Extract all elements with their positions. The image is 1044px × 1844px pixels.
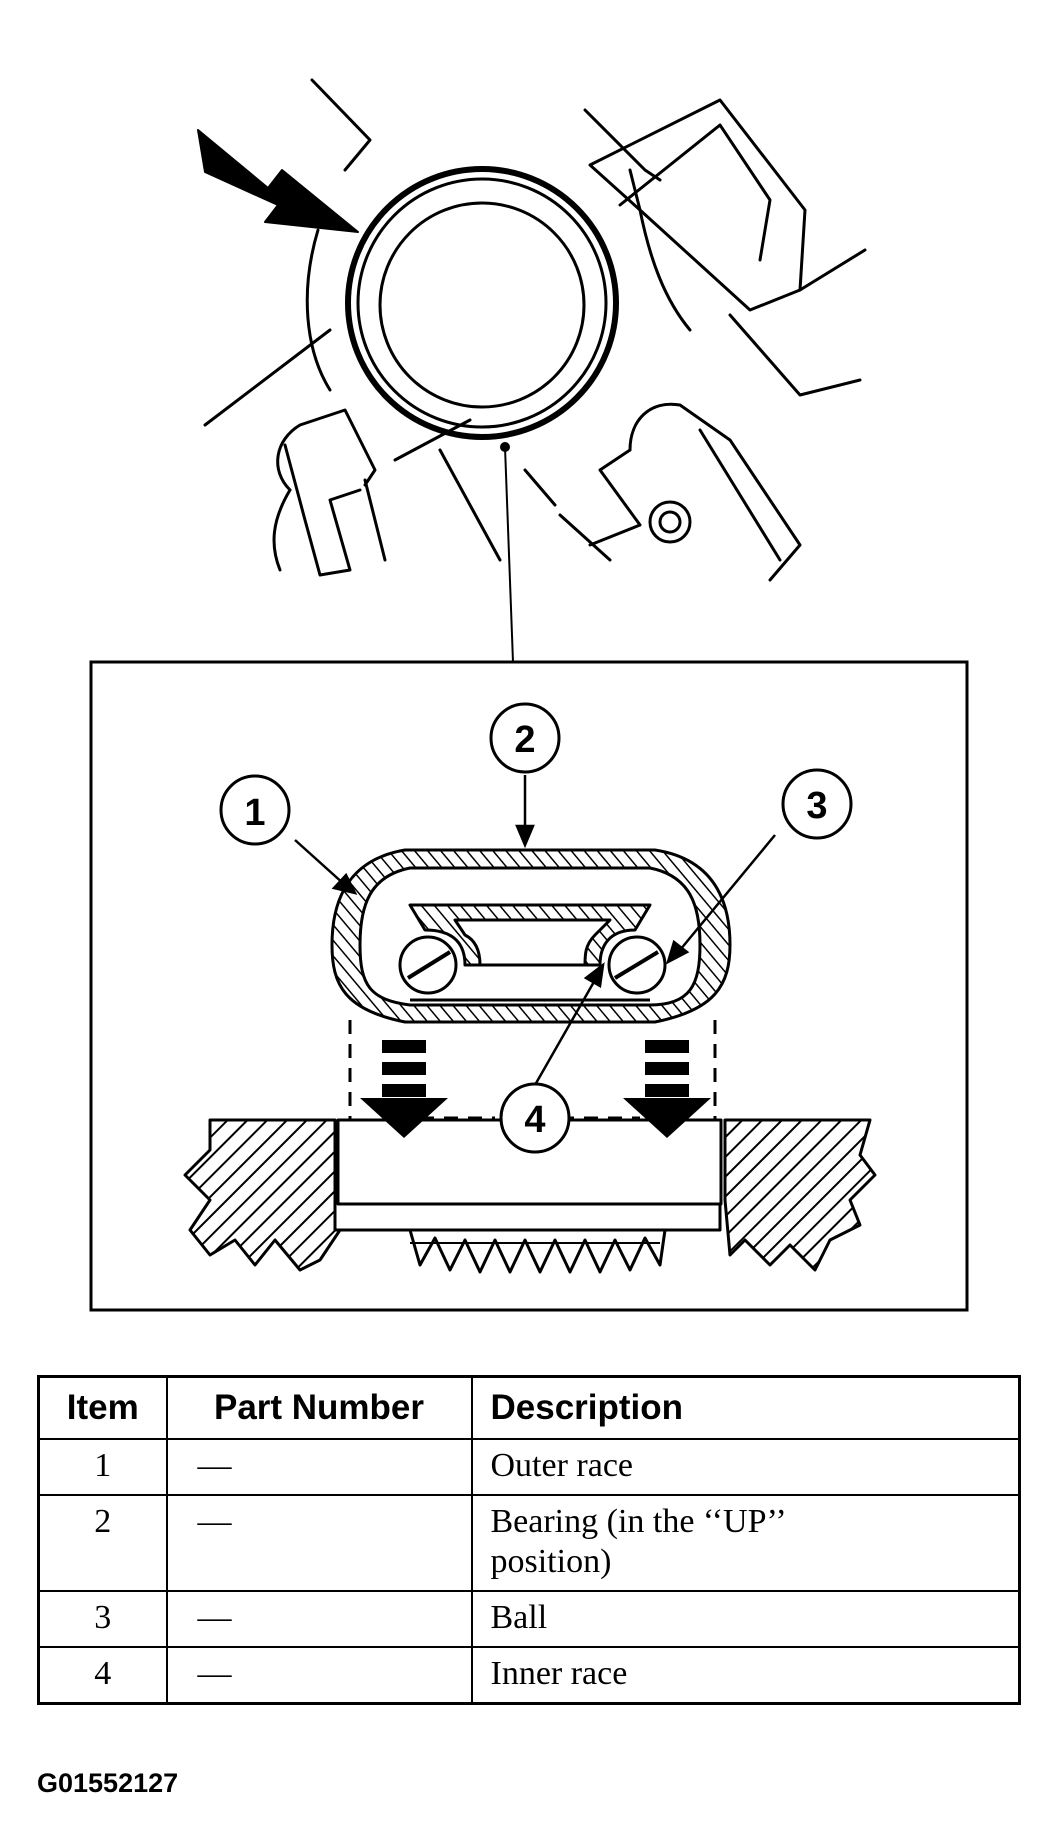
row-part-number: — — [165, 1494, 473, 1592]
down-arrow-icon — [360, 1040, 448, 1138]
callout-3: 3 — [781, 768, 853, 840]
detail-frame — [89, 660, 969, 1312]
callout-4: 4 — [499, 1082, 571, 1154]
figure-code: G01552127 — [37, 1768, 179, 1798]
svg-text:1: 1 — [244, 792, 265, 834]
row-part-number: — — [165, 1590, 473, 1648]
down-arrow-icon — [623, 1040, 711, 1138]
table-header-row: Item Part Number Description — [37, 1375, 1021, 1440]
parts-table: Item Part Number Description 1 — Outer r… — [37, 1375, 1021, 1705]
row-item: 4 — [37, 1646, 168, 1705]
housing-illustration — [203, 78, 867, 582]
row-part-number: — — [165, 1646, 473, 1705]
header-part-number: Part Number — [165, 1375, 473, 1440]
row-description: Ball — [470, 1590, 1021, 1648]
row-description: Bearing (in the ‘‘UP’’ position) — [470, 1494, 1021, 1592]
svg-text:3: 3 — [806, 785, 827, 827]
leader-line — [504, 446, 514, 663]
table-row: 2 — Bearing (in the ‘‘UP’’ position) — [37, 1494, 1021, 1592]
row-description: Outer race — [470, 1438, 1021, 1496]
svg-text:2: 2 — [514, 719, 535, 761]
bearing-section — [330, 848, 732, 1024]
callout-1: 1 — [219, 774, 291, 846]
svg-text:4: 4 — [524, 1099, 545, 1141]
table-row: 3 — Ball — [37, 1590, 1021, 1648]
bearing-diagram: 1 2 3 4 — [89, 78, 969, 1312]
alignment-guides — [348, 1020, 717, 1120]
pointer-arrow-icon — [197, 129, 359, 233]
header-item: Item — [37, 1375, 168, 1440]
table-row: 1 — Outer race — [37, 1438, 1021, 1496]
bearing-bore — [345, 166, 619, 440]
row-item: 1 — [37, 1438, 168, 1496]
row-description: Inner race — [470, 1646, 1021, 1705]
row-item: 2 — [37, 1494, 168, 1592]
row-part-number: — — [165, 1438, 473, 1496]
callout-leaders — [294, 775, 776, 1086]
header-description: Description — [470, 1375, 1021, 1440]
callout-2: 2 — [489, 702, 561, 774]
table-row: 4 — Inner race — [37, 1646, 1021, 1705]
row-item: 3 — [37, 1590, 168, 1648]
